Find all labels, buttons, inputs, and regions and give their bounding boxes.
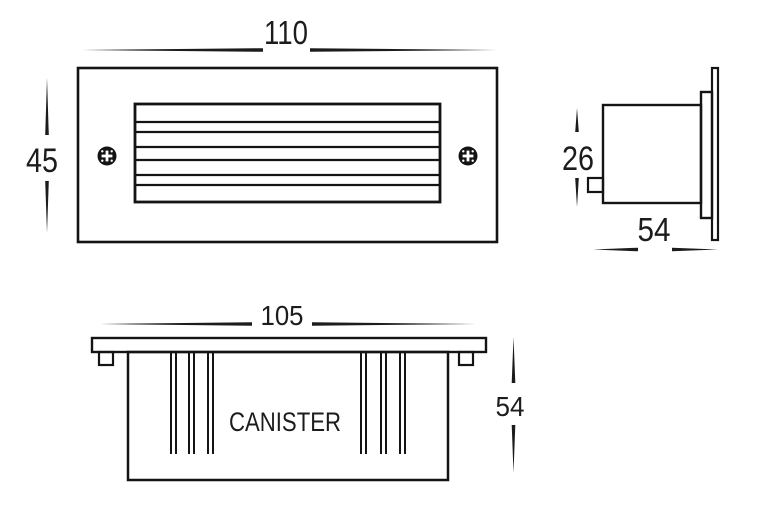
front-height-value: 45 bbox=[26, 142, 58, 180]
canister-view: CANISTER 105 54 bbox=[90, 300, 525, 482]
dim-wedge bbox=[511, 337, 516, 383]
canister-width-dimension: 105 bbox=[100, 300, 476, 331]
canister-plate-outline bbox=[90, 336, 488, 354]
canister-ribs-left bbox=[170, 353, 214, 454]
dim-wedge bbox=[575, 178, 579, 207]
side-height-value: 26 bbox=[562, 140, 594, 178]
front-faceplate-outline bbox=[76, 66, 499, 244]
louvre-slat-lines bbox=[136, 120, 439, 187]
screw-right-icon bbox=[458, 146, 478, 166]
front-width-dimension: 110 bbox=[82, 14, 497, 52]
side-depth-dimension: 54 bbox=[593, 211, 718, 252]
side-body-outline bbox=[601, 103, 703, 205]
dim-wedge bbox=[45, 181, 49, 233]
dim-wedge bbox=[100, 322, 252, 326]
dim-wedge bbox=[511, 425, 516, 473]
canister-height-value: 54 bbox=[496, 391, 525, 422]
front-view: 110 45 bbox=[26, 14, 499, 244]
side-depth-value: 54 bbox=[638, 211, 671, 248]
canister-label: CANISTER bbox=[229, 407, 341, 437]
front-louvre-panel bbox=[133, 102, 442, 204]
canister-ribs-right bbox=[360, 353, 406, 454]
side-flange-outline bbox=[699, 90, 714, 220]
canister-width-value: 105 bbox=[261, 300, 304, 331]
canister-body-outline bbox=[126, 350, 450, 482]
front-width-value: 110 bbox=[264, 14, 308, 51]
dim-wedge bbox=[593, 247, 638, 252]
canister-height-dimension: 54 bbox=[496, 337, 525, 473]
dim-wedge bbox=[82, 48, 263, 52]
dim-wedge bbox=[575, 108, 579, 132]
front-height-dimension: 45 bbox=[26, 78, 58, 233]
canister-clip-right bbox=[457, 350, 475, 367]
side-faceplate-edge bbox=[710, 66, 720, 242]
side-height-dimension: 26 bbox=[562, 108, 594, 207]
dim-wedge bbox=[45, 78, 49, 135]
dim-wedge bbox=[310, 48, 497, 52]
canister-clip-left bbox=[97, 350, 115, 367]
dim-wedge bbox=[672, 247, 718, 252]
screw-left-icon bbox=[97, 146, 117, 166]
side-cable-tab bbox=[586, 176, 605, 194]
side-view: 26 54 bbox=[562, 66, 720, 252]
dim-wedge bbox=[312, 322, 476, 326]
